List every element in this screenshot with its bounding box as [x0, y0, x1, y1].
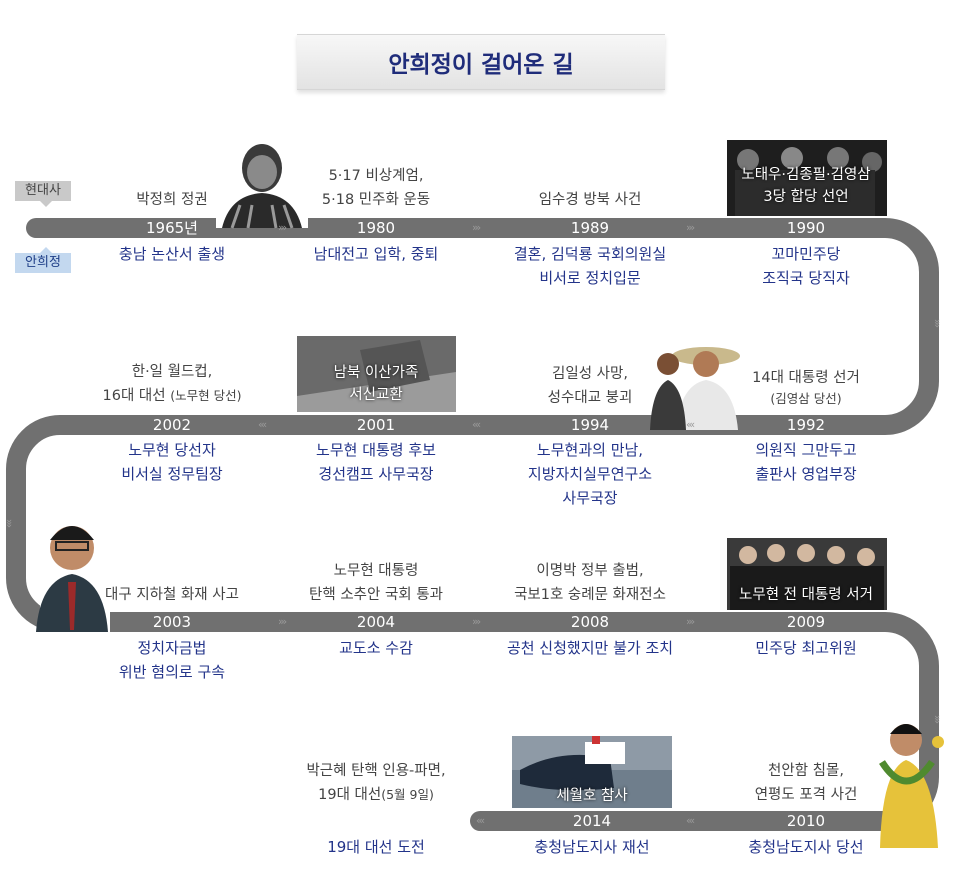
- year-1992: 1992: [786, 416, 826, 434]
- year-1994: 1994: [570, 416, 610, 434]
- ahn-1980: 남대전고 입학, 중퇴: [313, 245, 439, 263]
- photo-funeral: [727, 538, 887, 610]
- ahn-2009: 민주당 최고위원: [755, 639, 857, 657]
- ahn-2017: 19대 대선 도전: [327, 838, 425, 856]
- ahn-2010: 충청남도지사 당선: [748, 838, 864, 856]
- photo-portrait-2003: [36, 520, 110, 632]
- year-1965: 1965년: [146, 219, 198, 237]
- page-title: 안희정이 걸어온 길: [388, 52, 574, 78]
- photo-caption-2009: 노무현 전 대통령 서거: [739, 587, 873, 603]
- year-2004: 2004: [356, 613, 396, 631]
- year-2017: 2017: [356, 812, 396, 830]
- year-2014: 2014: [572, 812, 612, 830]
- year-1989: 1989: [570, 219, 610, 237]
- year-2003: 2003: [152, 613, 192, 631]
- event-2008: 이명박 정부 출범,국보1호 숭례문 화재전소: [514, 563, 666, 603]
- event-2017: 박근혜 탄핵 인용-파면,19대 대선(5월 9일): [306, 763, 446, 803]
- track-path: [5, 218, 939, 831]
- legend-person: 안희정: [15, 247, 71, 273]
- year-1990: 1990: [786, 219, 826, 237]
- ahn-2014: 충청남도지사 재선: [534, 838, 650, 856]
- title-banner: 안희정이 걸어온 길: [297, 34, 665, 90]
- photo-3party-merger: [727, 140, 887, 216]
- event-1994: 김일성 사망,성수대교 붕괴: [547, 366, 633, 406]
- event-2010: 천안함 침몰,연평도 포격 사건: [754, 763, 858, 803]
- event-1965: 박정희 정권: [136, 192, 208, 208]
- legend-history: 현대사: [15, 181, 71, 207]
- photo-sewol: [512, 736, 672, 808]
- event-1989: 임수경 방북 사건: [538, 192, 642, 208]
- event-1992: 14대 대통령 선거(김영삼 당선): [752, 370, 860, 406]
- year-1980: 1980: [356, 219, 396, 237]
- ahn-2008: 공천 신청했지만 불가 조치: [506, 639, 674, 657]
- year-2009: 2009: [786, 613, 826, 631]
- photo-caption-2014: 세월호 참사: [556, 788, 628, 804]
- photo-strawhat: [650, 347, 740, 430]
- photo-family-letters: [297, 336, 456, 412]
- event-1980: 5·17 비상계엄,5·18 민주화 운동: [321, 168, 431, 208]
- photo-celebration-2010: [879, 724, 944, 848]
- year-2002: 2002: [152, 416, 192, 434]
- event-2003: 대구 지하철 화재 사고: [105, 587, 239, 603]
- event-2002: 한·일 월드컵,16대 대선 (노무현 당선): [102, 364, 242, 404]
- ahn-1965: 충남 논산서 출생: [118, 245, 226, 263]
- year-2010: 2010: [786, 812, 826, 830]
- photo-baby: [216, 140, 308, 229]
- year-2001: 2001: [356, 416, 396, 434]
- ahn-2004: 교도소 수감: [339, 639, 413, 657]
- year-2008: 2008: [570, 613, 610, 631]
